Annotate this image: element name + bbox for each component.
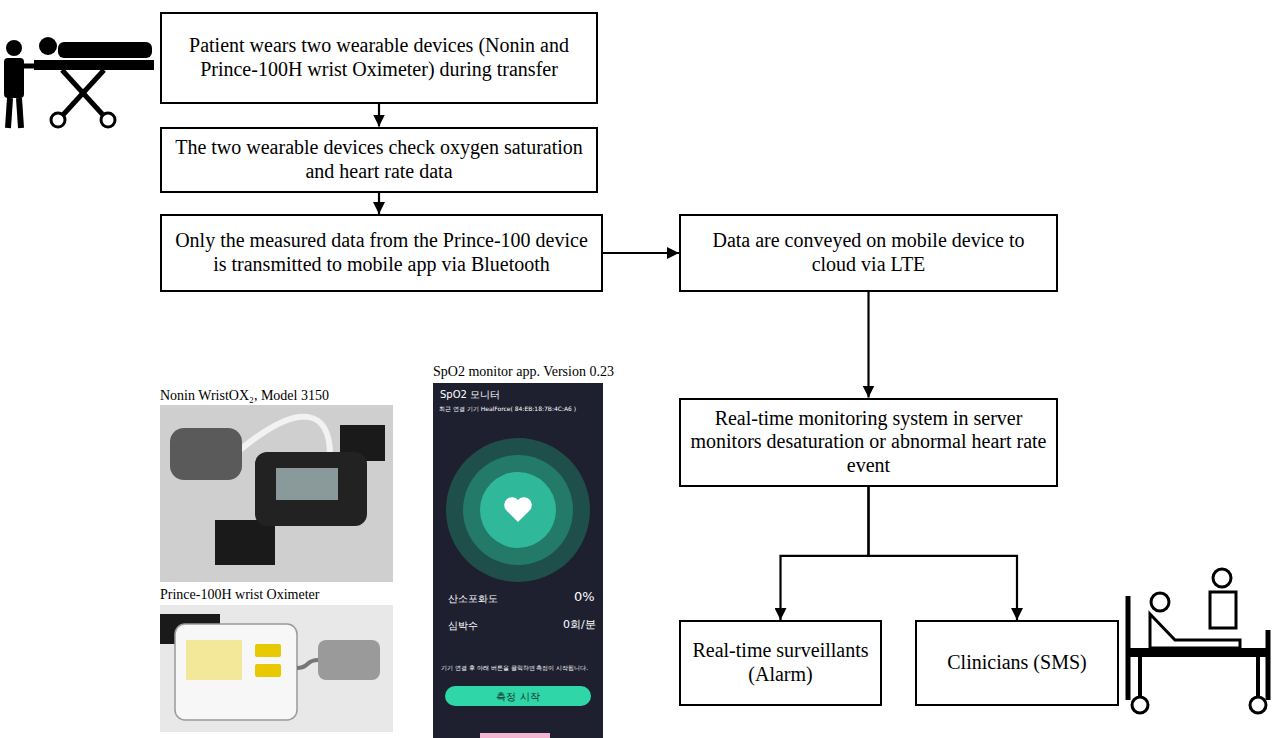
wrist-strap: [215, 520, 275, 565]
photo-ground: [160, 405, 393, 582]
flow-arrow: [869, 487, 1018, 621]
device-screen: [276, 468, 338, 500]
pulse-ring: [446, 438, 590, 582]
attendant-leg: [8, 98, 10, 128]
process-box: Only the measured data from the Prince-1…: [160, 214, 603, 292]
patient-body: [58, 42, 152, 58]
box-text: Data are conveyed on mobile device to cl…: [681, 229, 1056, 276]
screen-text: SpO2 모니터: [440, 388, 500, 402]
screen-text: 심박수: [448, 619, 478, 633]
attendant-head: [6, 40, 22, 56]
wheel: [1132, 697, 1148, 713]
attendant-leg: [19, 98, 21, 128]
phone-screen: [433, 383, 603, 738]
bed-footboard: [1266, 630, 1271, 700]
screen-text: 최근 연결 기기 HealForce( 84:EB:18:7B:4C:A6 ): [439, 405, 576, 414]
finger-probe: [318, 640, 380, 680]
photo-caption: Prince-100H wrist Oximeter: [160, 587, 319, 603]
device-body: [175, 624, 297, 720]
patient-head: [1151, 593, 1169, 611]
start-button: [445, 686, 591, 706]
process-box: Real-time monitoring system in server mo…: [679, 398, 1058, 487]
box-text: Only the measured data from the Prince-1…: [162, 229, 601, 276]
prince-photo: [160, 605, 393, 732]
stretcher-leg: [62, 70, 104, 116]
screen-text: 측정 시작: [445, 690, 591, 704]
screen-bar: [480, 733, 550, 738]
bed-leg: [1138, 657, 1142, 698]
app-screenshot: [433, 383, 603, 738]
photo-caption: Nonin WristOX₂, Model 3150: [160, 388, 329, 404]
flow-arrow: [603, 252, 679, 254]
screen-text: 0회/분: [563, 617, 596, 632]
flow-arrow: [378, 193, 380, 215]
photo-caption: SpO2 monitor app. Version 0.23: [433, 364, 614, 380]
stretcher-bed: [34, 60, 154, 70]
process-box: Data are conveyed on mobile device to cl…: [679, 214, 1058, 292]
nonin-photo: [160, 405, 393, 582]
pulse-ring: [480, 472, 556, 548]
box-text: Real-time surveillants (Alarm): [681, 639, 880, 686]
doctor-head: [1213, 569, 1231, 587]
wheel: [1250, 697, 1266, 713]
process-box: The two wearable devices check oxygen sa…: [160, 127, 598, 193]
device-button: [255, 664, 281, 677]
flow-arrow: [867, 292, 869, 398]
box-text: Real-time monitoring system in server mo…: [681, 407, 1056, 478]
sensor-cable: [297, 660, 318, 668]
screen-text: 기기 연결 후 아래 버튼을 클릭하면 측정이 시작됩니다.: [441, 664, 588, 673]
bed-icon: [1128, 569, 1270, 713]
doctor-body: [1210, 592, 1236, 628]
device-button: [255, 644, 281, 657]
box-text: Patient wears two wearable devices (Noni…: [162, 34, 596, 81]
stretcher-icon: [4, 37, 154, 128]
patient-head: [39, 37, 57, 55]
stretcher-leg: [62, 70, 104, 116]
process-box: Patient wears two wearable devices (Noni…: [160, 12, 598, 104]
device-body: [255, 452, 367, 526]
process-box: Clinicians (SMS): [915, 620, 1119, 706]
process-box: Real-time surveillants (Alarm): [679, 620, 882, 706]
device-screen: [186, 640, 242, 680]
finger-probe: [170, 428, 242, 480]
pulse-ring: [463, 455, 573, 565]
flow-arrow: [378, 104, 380, 127]
box-text: Clinicians (SMS): [939, 651, 1094, 675]
bed-leg: [1256, 657, 1260, 698]
heart-icon: [504, 497, 532, 522]
sensor-cable: [240, 417, 330, 455]
wheel: [51, 113, 65, 127]
attendant-body: [4, 58, 24, 98]
screen-text: 산소포화도: [448, 592, 498, 606]
photo-ground: [160, 605, 393, 732]
screen-text: 0%: [574, 589, 595, 604]
box-text: The two wearable devices check oxygen sa…: [162, 136, 596, 183]
wheel: [101, 113, 115, 127]
flow-arrow: [781, 487, 869, 621]
